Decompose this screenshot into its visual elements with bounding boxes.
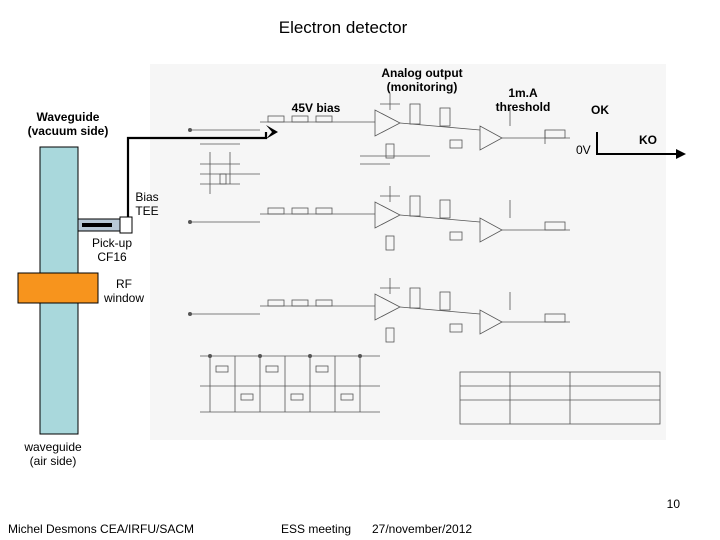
bias-wire-arrowhead	[266, 125, 278, 139]
label-waveguide-vacuum-line1: Waveguide	[36, 110, 100, 124]
bias-wire	[126, 132, 268, 217]
label-analog-output-line1: Analog output	[381, 66, 463, 80]
label-waveguide-air: waveguide (air side)	[20, 440, 86, 468]
label-waveguide-air-line1: waveguide	[24, 440, 82, 454]
label-threshold-line2: threshold	[495, 100, 551, 114]
label-pickup: Pick-up CF16	[84, 236, 140, 264]
power-supply-section	[200, 355, 380, 413]
label-analog-output-line2: (monitoring)	[386, 80, 458, 94]
label-waveguide-air-line2: (air side)	[29, 454, 77, 468]
page-number: 10	[666, 497, 680, 511]
slide-title: Electron detector	[278, 18, 408, 37]
channel-3	[190, 278, 570, 343]
label-0v: 0V	[576, 143, 591, 157]
label-pickup-line2: CF16	[97, 250, 127, 264]
footer-author: Michel Desmons CEA/IRFU/SACM	[8, 522, 195, 536]
ko-wire	[596, 132, 680, 155]
schematic-title-block	[459, 371, 661, 425]
label-rf-window-line1: RF	[116, 277, 132, 291]
ko-arrowhead	[676, 149, 686, 159]
bias-tee-box	[119, 216, 133, 234]
rf-window-block	[17, 272, 99, 304]
label-pickup-line1: Pick-up	[91, 236, 132, 250]
label-ok: OK	[591, 103, 609, 117]
label-bias-tee-line1: Bias	[135, 190, 159, 204]
label-rf-window-line2: window	[103, 291, 145, 305]
label-threshold-line1: 1m.A	[508, 86, 538, 100]
channel-1	[190, 94, 570, 194]
label-waveguide-vacuum-line2: (vacuum side)	[27, 124, 109, 138]
label-45v-bias: 45V bias	[291, 101, 341, 115]
footer-date: 27/november/2012	[372, 522, 473, 536]
label-analog-output: Analog output (monitoring)	[370, 66, 474, 94]
label-waveguide-vacuum: Waveguide (vacuum side)	[22, 110, 114, 138]
channel-2	[190, 186, 570, 251]
label-threshold: 1m.A threshold	[488, 86, 558, 114]
label-bias-tee: Bias TEE	[130, 190, 164, 218]
pickup-antenna	[82, 223, 112, 227]
footer-event: ESS meeting	[281, 522, 352, 536]
label-bias-tee-line2: TEE	[135, 204, 159, 218]
label-ko: KO	[639, 133, 657, 147]
label-rf-window: RF window	[98, 277, 150, 305]
circuit-schematic	[150, 64, 666, 440]
